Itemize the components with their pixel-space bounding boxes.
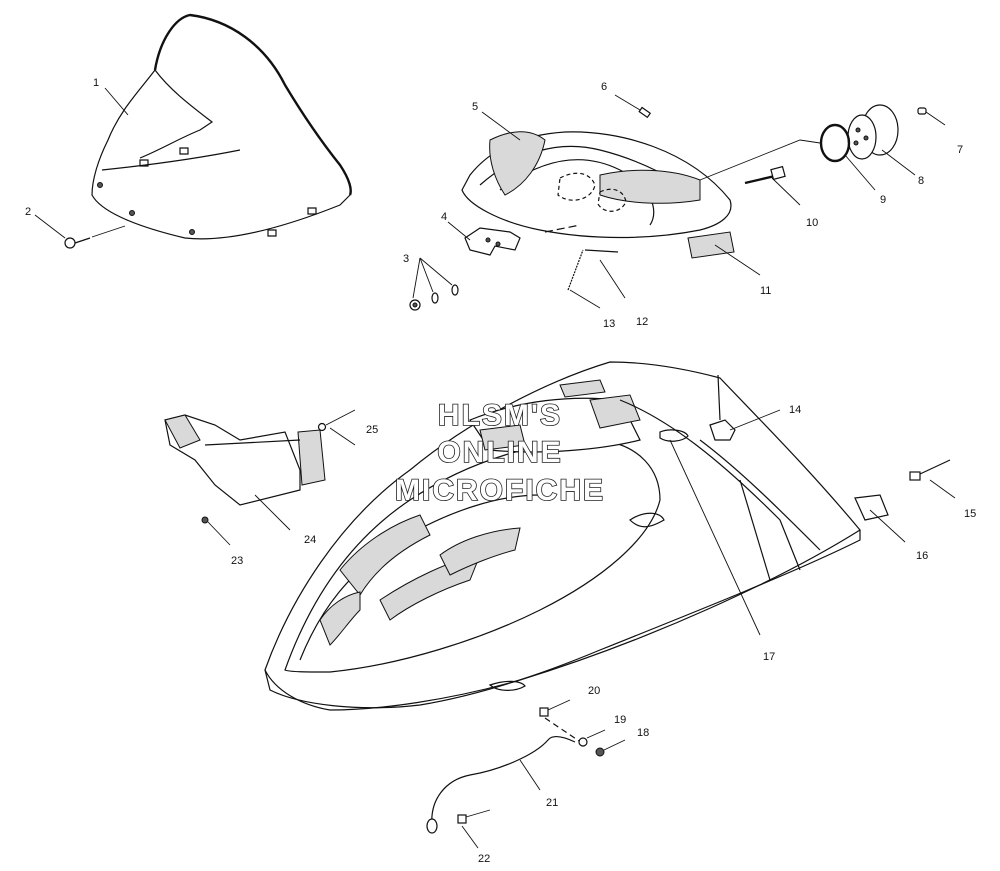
bolt-part bbox=[909, 459, 956, 499]
part-label-14: 14 bbox=[789, 404, 801, 416]
part-label-17: 17 bbox=[763, 651, 775, 663]
windshield-part bbox=[91, 13, 352, 240]
part-label-8: 8 bbox=[918, 175, 924, 187]
part-1-leader bbox=[104, 87, 129, 116]
watermark: HLSM'S ONLINE MICROFICHE bbox=[394, 398, 605, 508]
part-5-leader bbox=[481, 111, 521, 141]
part-label-9: 9 bbox=[880, 194, 886, 206]
lock-nut-part bbox=[595, 739, 626, 757]
part-4-leader bbox=[447, 221, 471, 241]
part-label-1: 1 bbox=[93, 77, 99, 89]
windshield-screw-part bbox=[64, 225, 126, 249]
part-label-3: 3 bbox=[403, 253, 409, 265]
part-label-2: 2 bbox=[25, 206, 31, 218]
part-label-12: 12 bbox=[636, 316, 648, 328]
watermark-line-1: HLSM'S bbox=[438, 399, 562, 432]
part-label-6: 6 bbox=[601, 81, 607, 93]
gauge-ring-part bbox=[819, 123, 851, 163]
side-panel-part bbox=[164, 414, 326, 531]
gauge-part bbox=[847, 104, 899, 160]
part-label-13: 13 bbox=[603, 318, 615, 330]
part-label-24: 24 bbox=[304, 534, 316, 546]
nut-washer-set-part bbox=[409, 257, 459, 311]
part-label-22: 22 bbox=[478, 853, 490, 865]
lanyard-clip-part bbox=[578, 729, 606, 747]
part-label-11: 11 bbox=[760, 285, 771, 297]
sensor-part bbox=[744, 165, 801, 206]
part-label-21: 21 bbox=[546, 797, 558, 809]
part-label-16: 16 bbox=[916, 550, 928, 562]
part-label-23: 23 bbox=[231, 555, 243, 567]
part-label-7: 7 bbox=[957, 144, 963, 156]
part-label-5: 5 bbox=[472, 101, 478, 113]
part-14-leader bbox=[729, 409, 781, 431]
lanyard-screw-part bbox=[457, 809, 491, 849]
part-label-19: 19 bbox=[614, 714, 626, 726]
part-label-15: 15 bbox=[964, 508, 976, 520]
part-label-4: 4 bbox=[441, 211, 447, 223]
cable-tie-part bbox=[584, 249, 626, 299]
spring-part bbox=[567, 249, 601, 309]
dash-console-part bbox=[461, 131, 732, 239]
part-labels: 1 2 3 4 5 6 7 8 9 10 11 12 13 14 15 16 1… bbox=[25, 77, 976, 865]
foam-pad-part bbox=[687, 231, 761, 276]
lanyard-cable-part bbox=[426, 735, 576, 834]
part-17-leader bbox=[669, 439, 761, 636]
wire-leader bbox=[699, 139, 821, 181]
panel-screw-part bbox=[317, 409, 356, 446]
part-label-20: 20 bbox=[588, 685, 600, 697]
watermark-line-2: ONLINE bbox=[437, 436, 562, 469]
part-8-leader bbox=[881, 149, 916, 176]
hood-part bbox=[264, 361, 861, 711]
part-label-18: 18 bbox=[637, 727, 649, 739]
watermark-line-3: MICROFICHE bbox=[395, 474, 605, 507]
rivet-part bbox=[539, 699, 586, 746]
mount-plate-part bbox=[854, 494, 906, 543]
part-9-leader bbox=[844, 154, 876, 191]
bracket-part bbox=[464, 227, 521, 256]
bulb-part bbox=[917, 107, 946, 126]
part-label-10: 10 bbox=[806, 217, 818, 229]
panel-nut-part bbox=[201, 516, 231, 546]
part-label-25: 25 bbox=[366, 424, 378, 436]
small-pin-part bbox=[614, 94, 652, 119]
part-2-leader bbox=[34, 214, 66, 239]
